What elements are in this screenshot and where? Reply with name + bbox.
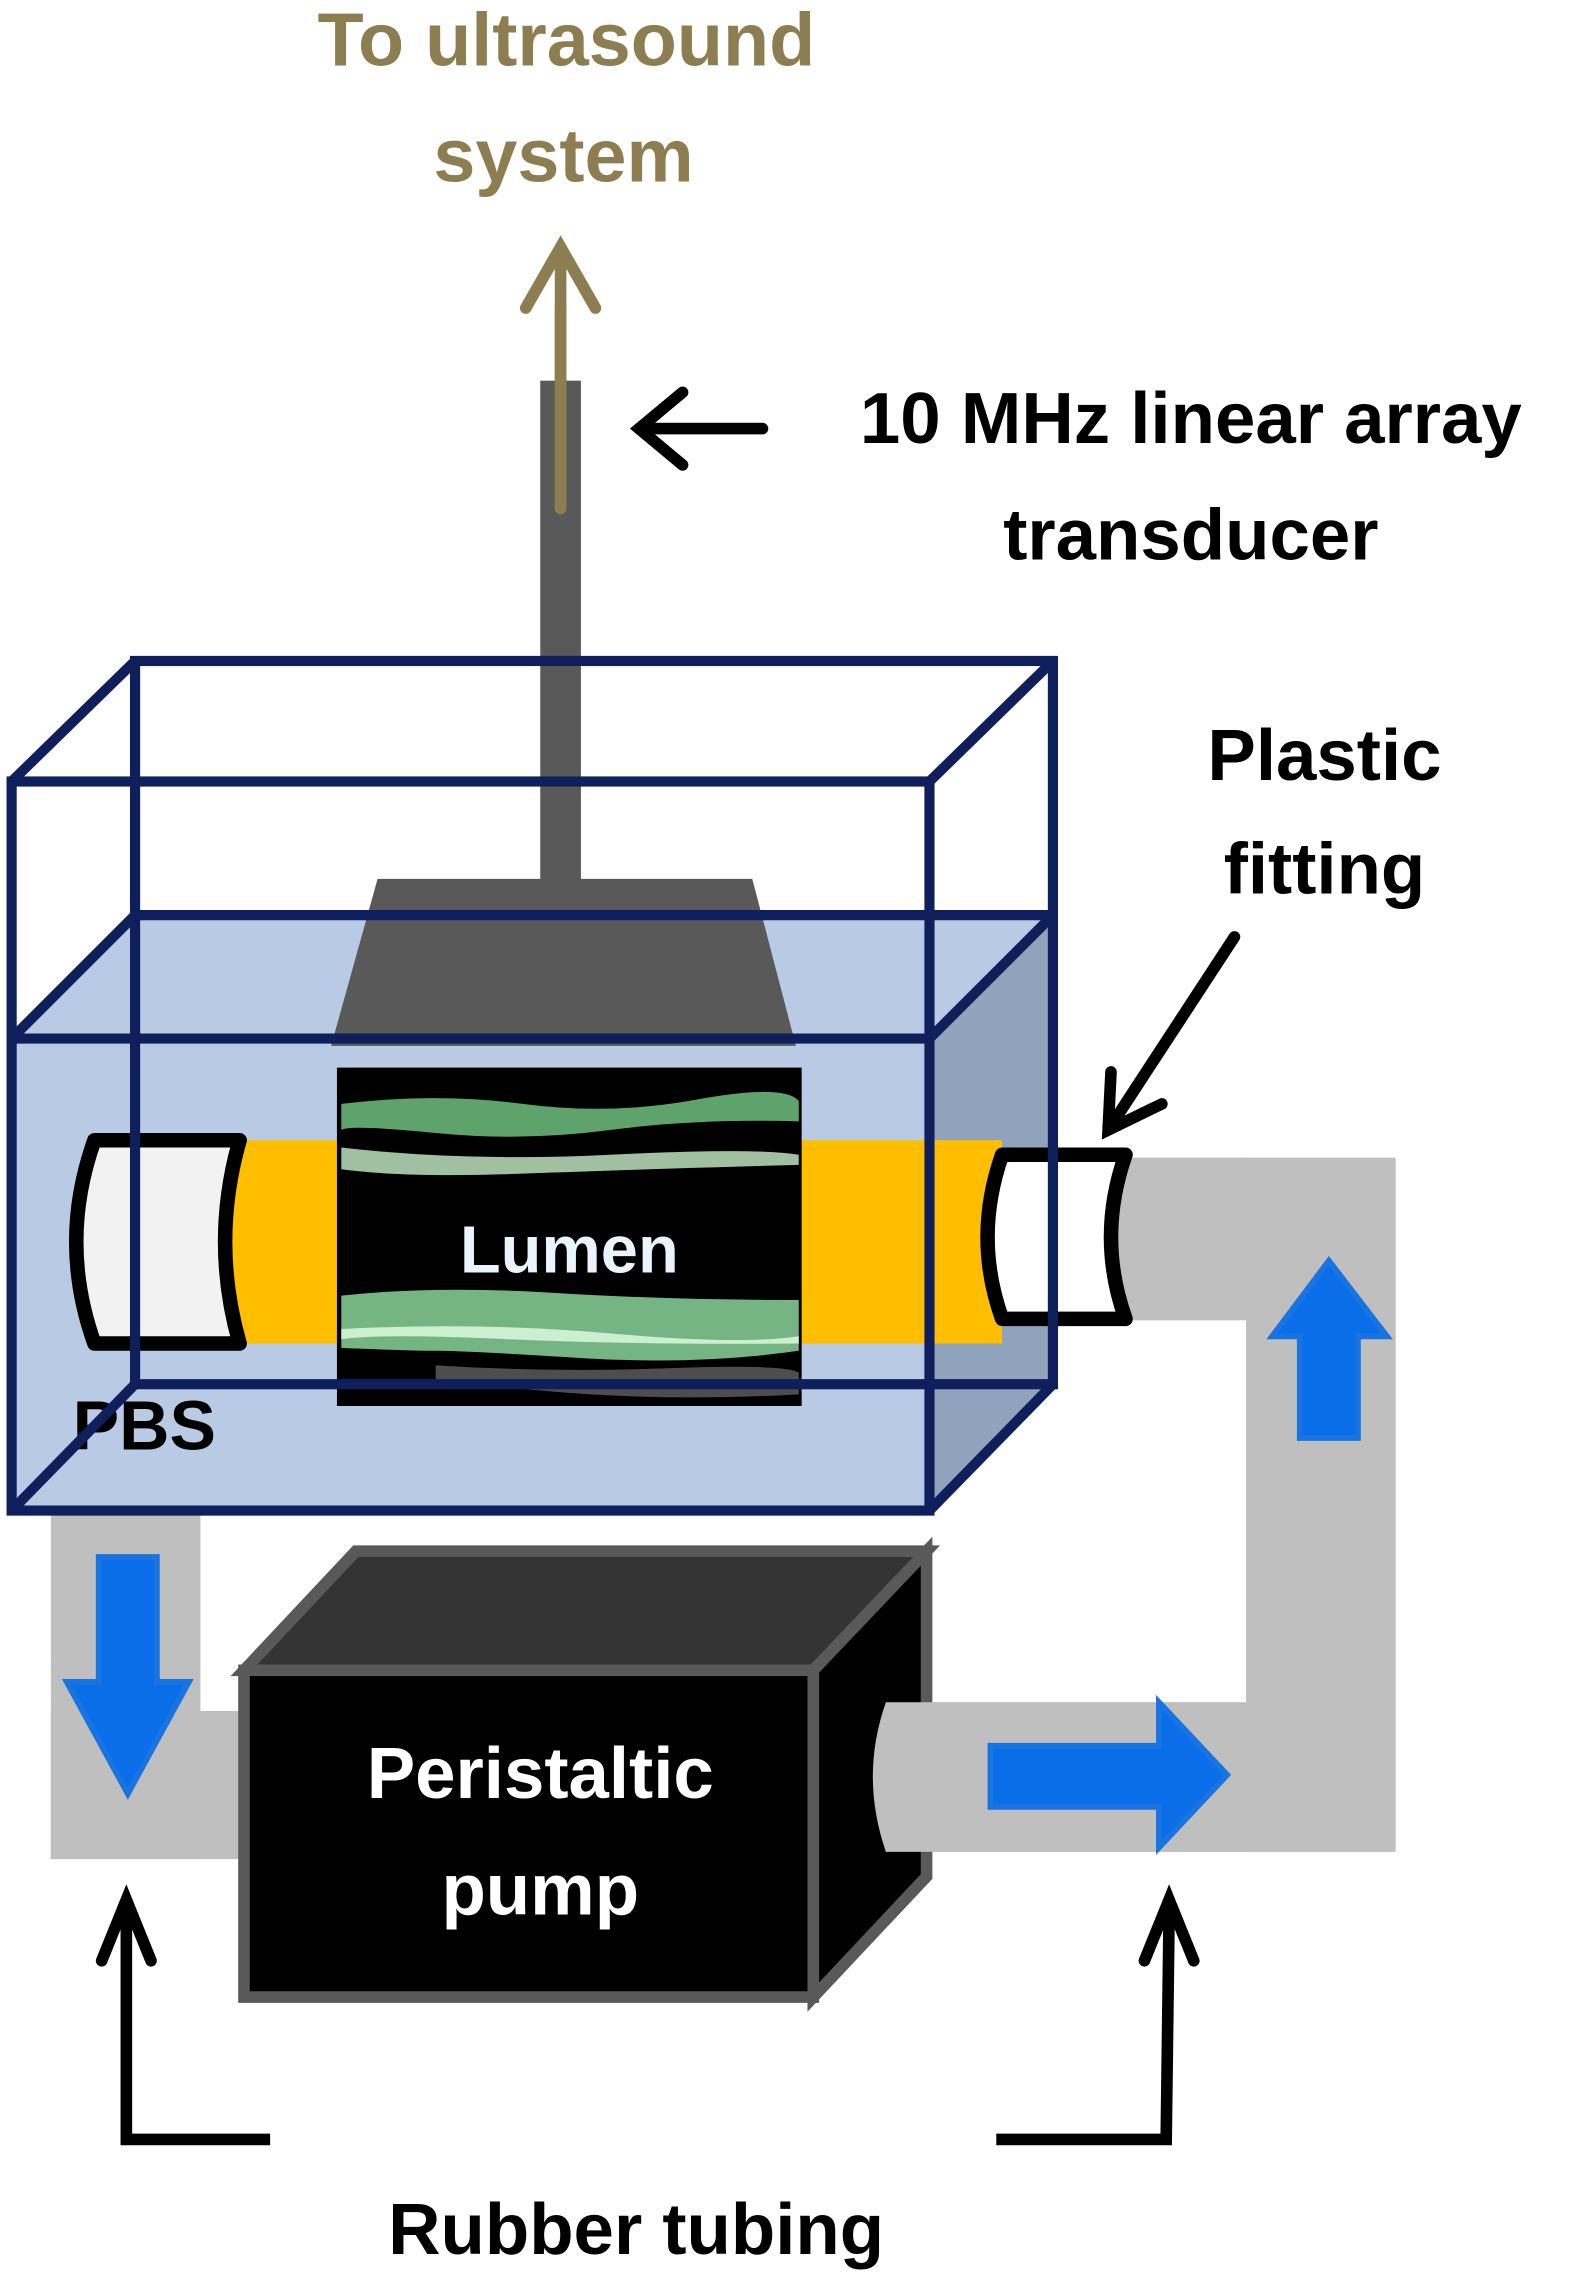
flow-arrow-right-icon xyxy=(987,1694,1232,1855)
lumen-label: Lumen xyxy=(460,1213,679,1287)
tank-outline xyxy=(6,655,1058,1516)
ultrasound-label-line1: To ultrasound xyxy=(318,0,816,83)
ultrasound-image xyxy=(336,1067,802,1406)
flow-arrow-down-icon xyxy=(61,1554,194,1800)
pump-label-line1: Peristaltic xyxy=(367,1733,714,1814)
peristaltic-pump: Peristaltic pump xyxy=(230,1536,941,2012)
transducer-label-line1: 10 MHz linear array xyxy=(860,378,1522,459)
flow-arrow-up-icon xyxy=(1266,1255,1393,1441)
transducer-head xyxy=(331,878,796,1046)
ultrasound-label-line2: system xyxy=(433,115,693,199)
fitting-pointer-arrow-icon xyxy=(1101,931,1241,1140)
fitting-label-line1: Plastic xyxy=(1207,715,1441,796)
transducer-label-line2: transducer xyxy=(1003,494,1378,575)
fitting-label-line2: fitting xyxy=(1224,828,1426,909)
transducer-pointer-arrow-icon xyxy=(629,386,769,471)
tubing-label: Rubber tubing xyxy=(388,2189,884,2270)
pump-label-line2: pump xyxy=(441,1849,639,1930)
pump-front-face xyxy=(238,1664,820,2003)
to-ultrasound-arrow-icon xyxy=(519,235,602,515)
water-tank: Lumen PBS xyxy=(6,305,1133,1516)
tubing-pointer-arrow-icon xyxy=(95,1884,1200,2146)
left-plastic-fitting xyxy=(69,1132,247,1351)
